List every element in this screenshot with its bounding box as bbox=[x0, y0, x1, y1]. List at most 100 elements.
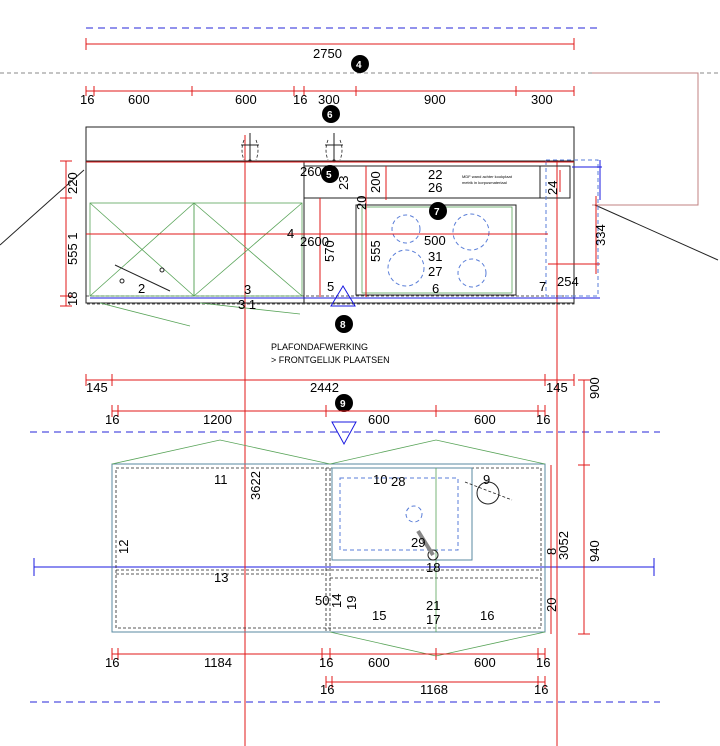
svg-text:8: 8 bbox=[340, 320, 346, 331]
label-14: 14 bbox=[329, 594, 344, 608]
label-13: 13 bbox=[214, 570, 228, 585]
plan-dimension-lines bbox=[85, 374, 590, 635]
dim-570: 570 bbox=[322, 240, 337, 262]
dim-1200: 1200 bbox=[203, 412, 232, 427]
dim-20: 20 bbox=[354, 196, 369, 210]
mdf-note-line1: MDF wand achter kookplaat bbox=[462, 174, 513, 179]
dim-1168: 1168 bbox=[420, 682, 448, 697]
elevation-dimension-lines bbox=[60, 160, 600, 307]
side-panel bbox=[539, 165, 571, 199]
dim-bottom-16d: 16 bbox=[320, 682, 334, 697]
label-21: 21 bbox=[426, 598, 440, 613]
badge-9: 9 bbox=[335, 394, 353, 412]
view-marker-icon bbox=[330, 285, 356, 307]
sink-bowl bbox=[339, 477, 459, 551]
dim-bottom-600a: 600 bbox=[368, 655, 390, 670]
dim-254: 254 bbox=[557, 274, 579, 289]
label-2: 2 bbox=[138, 281, 145, 296]
dim-plan-16a: 16 bbox=[105, 412, 119, 427]
dim-bottom-16c: 16 bbox=[536, 655, 550, 670]
dim-260-top: 260 bbox=[300, 164, 322, 179]
soap-dispenser-lead bbox=[464, 481, 513, 501]
label-3-1: 3 1 bbox=[238, 297, 256, 312]
label-27: 27 bbox=[428, 264, 442, 279]
dim-bottom-600b: 600 bbox=[474, 655, 496, 670]
svg-text:4: 4 bbox=[356, 60, 362, 71]
left-door-pair bbox=[89, 202, 303, 327]
label-28: 28 bbox=[391, 474, 405, 489]
dim-top-300b: 300 bbox=[531, 92, 553, 107]
ceiling-note-line2: > FRONTGELIJK PLAATSEN bbox=[271, 355, 390, 365]
burner-icon bbox=[457, 258, 487, 288]
tap-spout-icon bbox=[416, 529, 435, 557]
tap-icon bbox=[427, 549, 439, 561]
dim-145-right: 145 bbox=[546, 380, 568, 395]
dim-top-600a: 600 bbox=[128, 92, 150, 107]
dim-top-300a: 300 bbox=[318, 92, 340, 107]
light-point-icon bbox=[241, 133, 259, 163]
svg-text:7: 7 bbox=[434, 207, 440, 218]
appliance-dashed bbox=[545, 159, 599, 297]
label-50: 50 bbox=[315, 593, 329, 608]
dim-24: 24 bbox=[545, 181, 560, 195]
dim-1184: 1184 bbox=[204, 655, 232, 670]
dim-23: 23 bbox=[336, 176, 351, 190]
dim-2442: 2442 bbox=[310, 380, 339, 395]
dim-plan-600a: 600 bbox=[368, 412, 390, 427]
sink-outer bbox=[331, 467, 473, 561]
label-26: 26 bbox=[428, 180, 442, 195]
top-door-swing bbox=[111, 439, 546, 465]
dim-bottom-16b: 16 bbox=[319, 655, 333, 670]
dim-900-plan: 900 bbox=[587, 377, 602, 399]
badge-6: 6 bbox=[322, 105, 340, 123]
label-20: 20 bbox=[544, 598, 559, 612]
label-15: 15 bbox=[372, 608, 386, 623]
handle-stroke bbox=[114, 264, 171, 292]
ceiling-note-line1: PLAFONDAFWERKING bbox=[271, 342, 368, 352]
label-3: 3 bbox=[244, 282, 251, 297]
bottom-dimension-lines bbox=[111, 648, 546, 688]
soap-dispenser-icon bbox=[476, 481, 500, 505]
label-9: 9 bbox=[483, 472, 490, 487]
badge-8: 8 bbox=[335, 315, 353, 333]
label-22: 22 bbox=[428, 167, 442, 182]
label-11: 11 bbox=[214, 472, 228, 487]
label-17: 17 bbox=[426, 612, 440, 627]
handle-dot-b bbox=[159, 267, 165, 273]
dim-top-16a: 16 bbox=[80, 92, 94, 107]
dim-18: 18 bbox=[65, 292, 80, 306]
view-marker-icon bbox=[331, 421, 357, 446]
burner-icon bbox=[391, 214, 421, 244]
dim-3622: 3622 bbox=[248, 471, 263, 500]
dim-220: 220 bbox=[65, 172, 80, 194]
dim-plan-600b: 600 bbox=[474, 412, 496, 427]
label-7-elev: 7 bbox=[539, 279, 546, 294]
dim-5551: 555 1 bbox=[65, 232, 80, 265]
wall-diagonal-right bbox=[594, 204, 719, 261]
label-12: 12 bbox=[116, 540, 131, 554]
plinth bbox=[85, 295, 575, 305]
dim-overall-width: 2750 bbox=[313, 46, 342, 61]
dim-334: 334 bbox=[593, 224, 608, 246]
countertop-inner bbox=[115, 467, 542, 629]
dim-top-600b: 600 bbox=[235, 92, 257, 107]
mdf-note-line2: metrik in korpusmateriaal bbox=[462, 180, 507, 185]
svg-text:9: 9 bbox=[340, 399, 346, 410]
dim-2600: 2600 bbox=[300, 234, 329, 249]
dim-plan-16b: 16 bbox=[536, 412, 550, 427]
label-16: 16 bbox=[480, 608, 494, 623]
burner-icon bbox=[387, 249, 425, 287]
dim-145-left: 145 bbox=[86, 380, 108, 395]
svg-text:5: 5 bbox=[326, 170, 332, 181]
label-5-elev: 5 bbox=[327, 279, 334, 294]
burner-icon bbox=[452, 213, 490, 251]
dim-top-16b: 16 bbox=[293, 92, 307, 107]
badge-5: 5 bbox=[321, 165, 339, 183]
dim-940: 940 bbox=[587, 540, 602, 562]
bottom-door-swing bbox=[329, 631, 546, 657]
dim-bottom-16e: 16 bbox=[534, 682, 548, 697]
label-4: 4 bbox=[287, 226, 294, 241]
drain-icon bbox=[405, 505, 423, 523]
upper-top-panel bbox=[85, 126, 575, 162]
